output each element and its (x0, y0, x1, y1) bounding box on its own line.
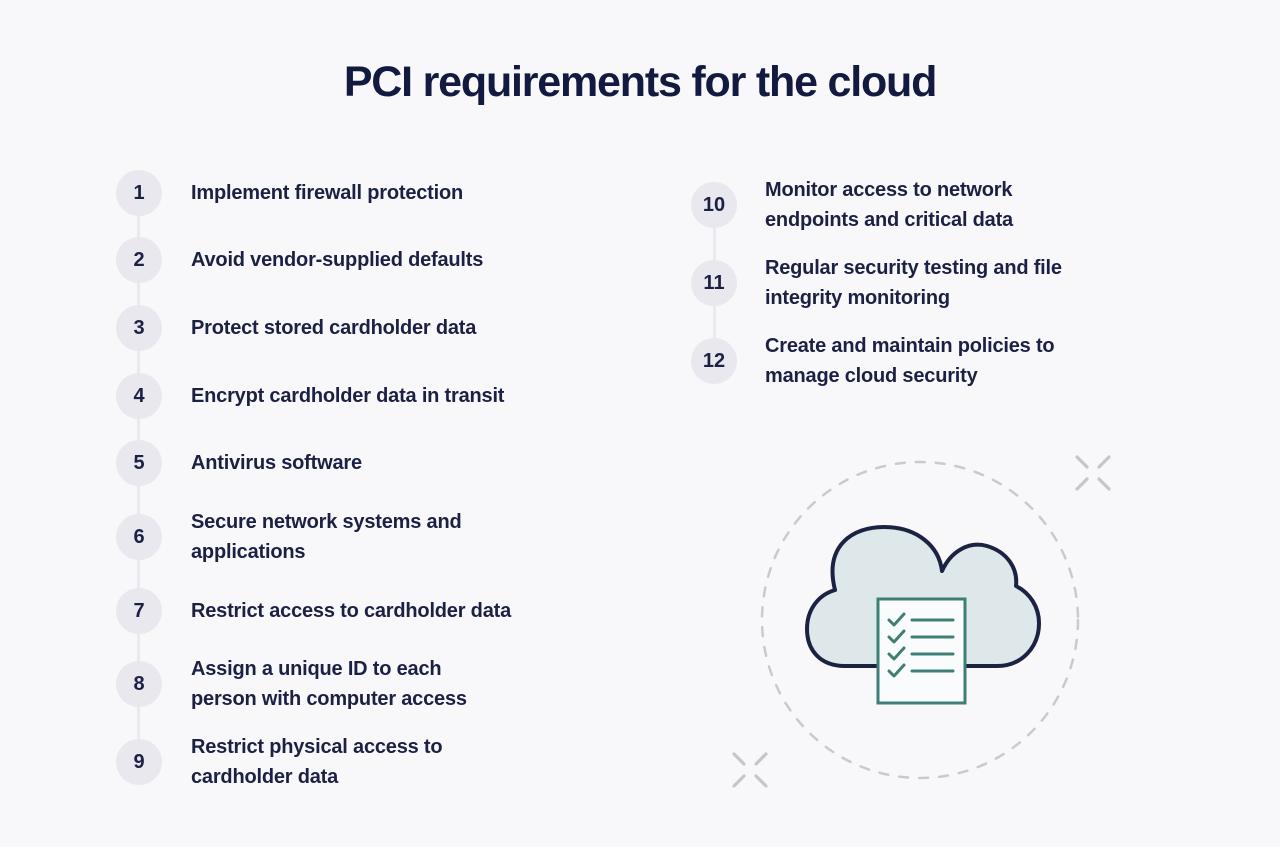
item-number-badge: 4 (116, 373, 162, 419)
item-label: Avoid vendor-supplied defaults (191, 249, 484, 271)
item-number-badge: 3 (116, 305, 162, 351)
sparkle-x-icon (732, 752, 768, 788)
item-number-badge: 5 (116, 440, 162, 486)
requirement-item: 4 Encrypt cardholder data in transit (116, 373, 504, 419)
item-label: Encrypt cardholder data in transit (191, 385, 505, 407)
sparkle-x-icon (1075, 455, 1111, 491)
item-label: Implement firewall protection (191, 182, 464, 204)
item-number-badge: 9 (116, 739, 162, 785)
page-title: PCI requirements for the cloud (343, 58, 938, 106)
item-number-badge: 2 (116, 237, 162, 283)
item-number-badge: 8 (116, 661, 162, 707)
item-number-badge: 12 (691, 338, 737, 384)
item-number-badge: 7 (116, 588, 162, 634)
item-number-badge: 1 (116, 170, 162, 216)
checkmark-icon (887, 663, 906, 678)
checkmark-icon (887, 629, 906, 644)
checkmark-icon (887, 612, 906, 627)
requirement-item: 7 Restrict access to cardholder data (116, 588, 511, 634)
checkmark-icon (887, 646, 906, 661)
item-label: Protect stored cardholder data (191, 317, 477, 339)
checklist-document (876, 597, 967, 705)
item-number-badge: 6 (116, 514, 162, 560)
requirement-item: 1 Implement firewall protection (116, 170, 463, 216)
item-label: Restrict access to cardholder data (191, 600, 511, 622)
checklist-icon (876, 597, 967, 705)
cloud-icon (805, 525, 1041, 668)
requirement-item: 2 Avoid vendor-supplied defaults (116, 237, 483, 283)
requirement-item: 3 Protect stored cardholder data (116, 305, 476, 351)
item-label: Antivirus software (191, 452, 362, 474)
item-number-badge: 11 (691, 260, 737, 306)
dashed-circle (760, 460, 1080, 780)
requirement-item: 5 Antivirus software (116, 440, 362, 486)
item-number-badge: 10 (691, 182, 737, 228)
cloud-checklist-illustration (732, 455, 1111, 788)
